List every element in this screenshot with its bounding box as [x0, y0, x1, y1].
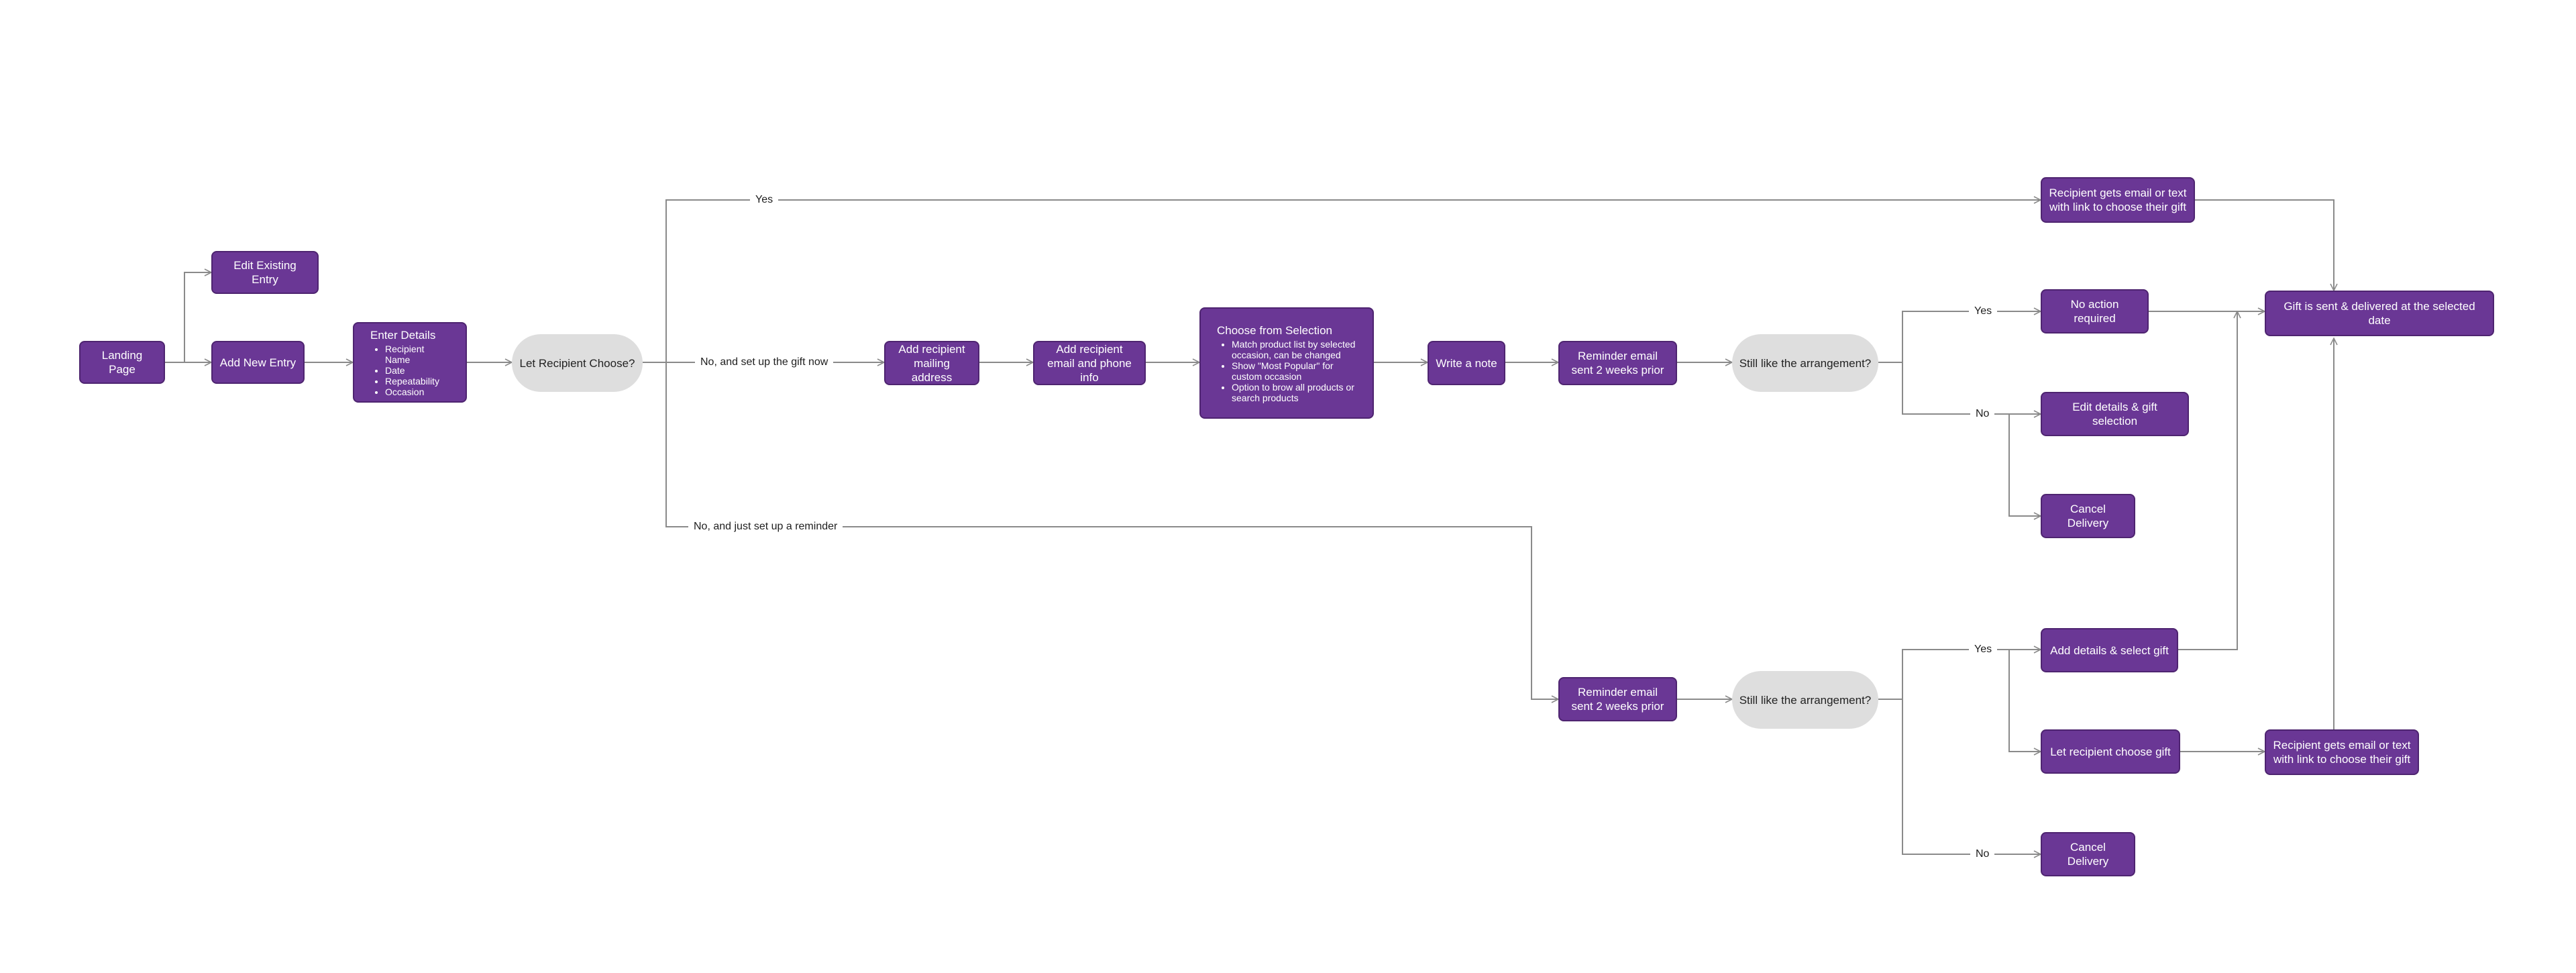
edge-still2-no [1902, 699, 2041, 854]
edge-label-no-setup-gift: No, and set up the gift now [695, 356, 834, 369]
edge-landing-edit [165, 272, 211, 363]
list-item: Recipient Name [385, 344, 449, 365]
node-reminder-top[interactable]: Reminder email sent 2 weeks prior [1558, 341, 1677, 385]
node-edit-details-gift[interactable]: Edit details & gift selection [2041, 392, 2189, 436]
node-gift-sent[interactable]: Gift is sent & delivered at the selected… [2265, 291, 2494, 336]
list-item: Option to brow all products or search pr… [1232, 382, 1356, 403]
node-no-action-required[interactable]: No action required [2041, 289, 2149, 334]
node-cancel-delivery-bottom[interactable]: Cancel Delivery [2041, 832, 2135, 876]
node-write-a-note[interactable]: Write a note [1428, 341, 1505, 385]
choose-selection-title: Choose from Selection [1217, 323, 1332, 337]
node-reminder-bottom[interactable]: Reminder email sent 2 weeks prior [1558, 677, 1677, 721]
edge-label-yes-top: Yes [750, 193, 779, 207]
list-item: Occasion [385, 387, 449, 397]
edge-label-no-reminder: No, and just set up a reminder [688, 520, 843, 533]
enter-details-list: Recipient Name Date Repeatability Occasi… [370, 344, 449, 397]
node-add-details-select-gift[interactable]: Add details & select gift [2041, 628, 2178, 672]
node-add-new-entry[interactable]: Add New Entry [211, 341, 305, 384]
edge-still-no-edit [1902, 362, 2041, 414]
node-cancel-delivery-top[interactable]: Cancel Delivery [2041, 494, 2135, 538]
edge-label-no-mid: No [1970, 407, 1995, 421]
edge-label-no-low: No [1970, 848, 1995, 861]
decision-still-like-bottom[interactable]: Still like the arrangement? [1732, 671, 1878, 729]
edge-label-yes-low: Yes [1969, 643, 1998, 656]
list-item: Date [385, 365, 449, 376]
decision-let-recipient-choose[interactable]: Let Recipient Choose? [512, 334, 643, 392]
choose-selection-list: Match product list by selected occasion,… [1217, 339, 1356, 403]
edge-recipient-giftsent [2195, 199, 2334, 291]
node-recipient-email-bottom[interactable]: Recipient gets email or text with link t… [2265, 729, 2419, 775]
node-landing-page[interactable]: Landing Page [79, 341, 165, 384]
edge-still2-yes [1878, 650, 2041, 700]
node-recipient-email-top[interactable]: Recipient gets email or text with link t… [2041, 177, 2195, 223]
node-let-recipient-choose-gift[interactable]: Let recipient choose gift [2041, 729, 2180, 774]
node-enter-details[interactable]: Enter Details Recipient Name Date Repeat… [353, 322, 467, 403]
edge-no-reminder [665, 362, 1558, 699]
edge-label-yes-mid: Yes [1969, 305, 1998, 318]
node-choose-from-selection[interactable]: Choose from Selection Match product list… [1199, 307, 1374, 419]
edge-no-cancel [2008, 414, 2041, 516]
list-item: Repeatability [385, 376, 449, 387]
decision-still-like-top[interactable]: Still like the arrangement? [1732, 334, 1878, 392]
list-item: Match product list by selected occasion,… [1232, 339, 1356, 360]
node-edit-existing-entry[interactable]: Edit Existing Entry [211, 251, 319, 294]
edge-still-yes [1878, 311, 2041, 363]
node-add-mailing-address[interactable]: Add recipient mailing address [884, 341, 979, 385]
enter-details-title: Enter Details [370, 328, 436, 342]
node-add-email-phone[interactable]: Add recipient email and phone info [1033, 341, 1146, 385]
edge-still2-letchoose [2008, 650, 2041, 752]
list-item: Show "Most Popular" for custom occasion [1232, 360, 1356, 382]
edge-adddetails-giftsent [2178, 311, 2237, 650]
